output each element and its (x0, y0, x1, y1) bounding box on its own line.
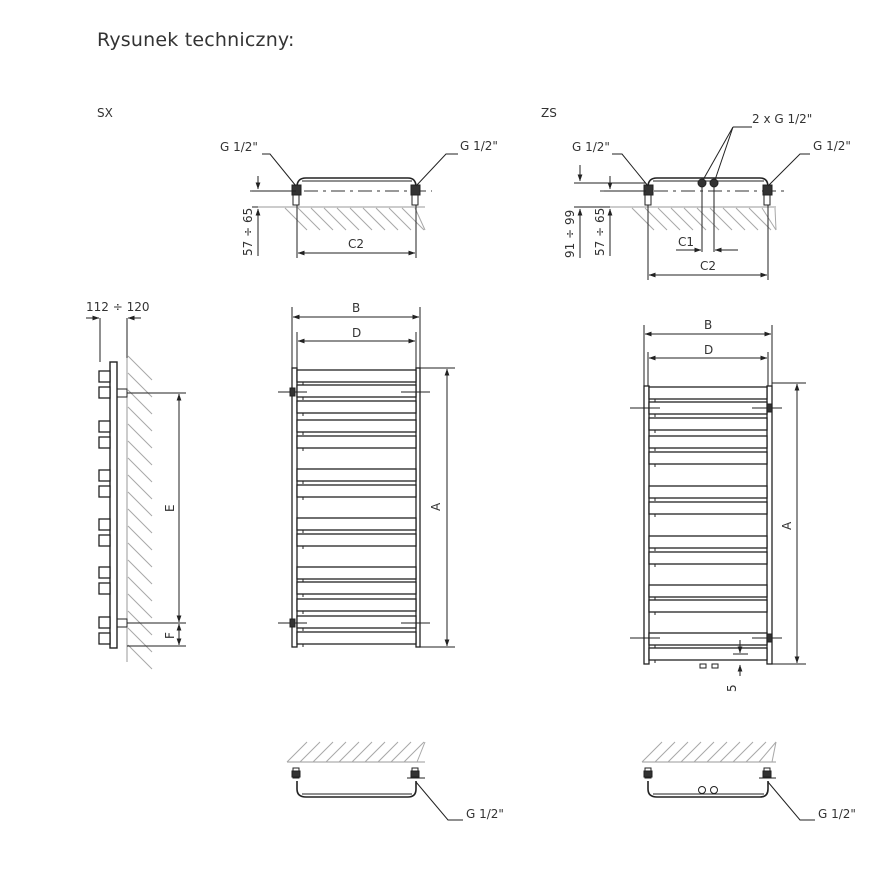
wall-hatch (641, 741, 777, 763)
dimension-label: 5 (725, 684, 739, 692)
dimension-label: 112 ÷ 120 (86, 300, 150, 314)
dimension-label: D (704, 343, 713, 357)
radiator-bar (296, 369, 417, 383)
radiator-bar (296, 631, 417, 645)
connection-label: G 1/2" (460, 139, 498, 153)
connection-label: G 1/2" (813, 139, 851, 153)
dimension-label: B (352, 301, 360, 315)
valve-icon (643, 184, 654, 196)
valve-icon (410, 184, 421, 196)
radiator-bar (648, 451, 768, 465)
sx-front-view: B D A (278, 301, 455, 648)
side-view: 112 ÷ 120 E F (86, 300, 186, 670)
radiator-bar (648, 501, 768, 515)
radiator-bar (648, 435, 768, 449)
radiator-bar (296, 566, 417, 580)
valve-icon (291, 184, 302, 196)
sx-top-view: SX G 1/2" G 1/2" 57 ÷ 65 C2 (97, 106, 498, 258)
dimension-label: E (163, 504, 177, 512)
dimension-label: C2 (700, 259, 716, 273)
dimension-label: A (780, 521, 794, 530)
radiator-bar (296, 581, 417, 595)
dimension-label: C1 (678, 235, 694, 249)
dimension-label: F (163, 632, 177, 639)
radiator-bar (648, 401, 768, 415)
radiator-bar (648, 551, 768, 565)
radiator-bar (648, 417, 768, 431)
radiator-bar (296, 419, 417, 433)
dimension-label: D (352, 326, 361, 340)
radiator-bar (648, 584, 768, 598)
connection-icon (710, 786, 718, 794)
dimension-label: B (704, 318, 712, 332)
wall-hatch (127, 355, 153, 670)
connection-label: G 1/2" (818, 807, 856, 821)
radiator-bar (296, 468, 417, 482)
zs-top-view: ZS 2 x G 1/2" G 1/2" G 1/2" 91 ÷ 9 (541, 106, 851, 280)
zs-front-view: B D A 5 (630, 318, 806, 692)
dimension-label: A (429, 502, 443, 511)
page-title: Rysunek techniczny: (97, 29, 295, 51)
zs-bottom-view: G 1/2" (641, 741, 856, 821)
sx-bottom-view: G 1/2" (286, 741, 504, 821)
radiator-bar (296, 484, 417, 498)
radiator-bar (296, 517, 417, 531)
connection-icon (698, 786, 706, 794)
radiator-bar (648, 386, 768, 400)
connection-label: G 1/2" (220, 140, 258, 154)
variant-label-zs: ZS (541, 106, 557, 120)
dimension-label: 91 ÷ 99 (563, 210, 577, 258)
radiator-bar (648, 632, 768, 646)
wall-hatch (631, 207, 777, 231)
dimension-label: C2 (348, 237, 364, 251)
radiator-bar (296, 533, 417, 547)
variant-label-sx: SX (97, 106, 113, 120)
dimension-label: 57 ÷ 65 (241, 208, 255, 256)
radiator-bar (296, 400, 417, 414)
connection-label: 2 x G 1/2" (752, 112, 812, 126)
connection-label: G 1/2" (572, 140, 610, 154)
radiator-bar (648, 535, 768, 549)
connection-icon (709, 178, 719, 188)
valve-icon (762, 184, 773, 196)
connection-icon (697, 178, 707, 188)
wall-hatch (284, 207, 426, 231)
radiator-bar (296, 435, 417, 449)
connection-label: G 1/2" (466, 807, 504, 821)
radiator-bar (296, 598, 417, 612)
radiator-bar (648, 485, 768, 499)
wall-hatch (286, 741, 426, 763)
radiator-bar (296, 615, 417, 629)
radiator-bar (296, 384, 417, 398)
radiator-bar (648, 599, 768, 613)
radiator-bar (648, 647, 768, 661)
dimension-label: 57 ÷ 65 (593, 208, 607, 256)
